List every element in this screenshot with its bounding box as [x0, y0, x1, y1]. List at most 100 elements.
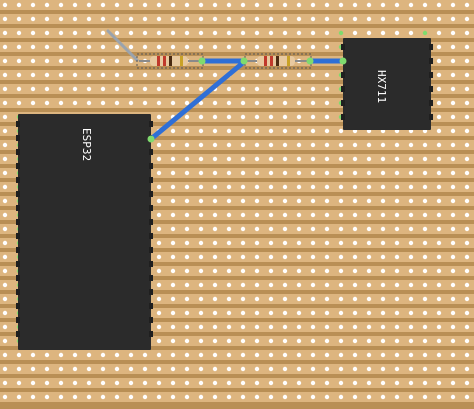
hole	[44, 30, 50, 36]
hole	[72, 30, 78, 36]
hole	[436, 2, 442, 8]
hole	[296, 30, 302, 36]
hole	[142, 366, 148, 372]
hole	[142, 380, 148, 386]
hole	[450, 366, 456, 372]
hole	[198, 142, 204, 148]
hole	[450, 324, 456, 330]
hole	[352, 184, 358, 190]
hole	[324, 240, 330, 246]
hole	[184, 380, 190, 386]
resistor-r1-band-4	[180, 56, 183, 66]
hole	[240, 394, 246, 400]
hole	[156, 324, 162, 330]
hole	[170, 366, 176, 372]
hole	[436, 142, 442, 148]
esp32-body[interactable]	[18, 114, 151, 350]
hole	[380, 226, 386, 232]
blue-wire-to-esp32[interactable]	[148, 59, 247, 142]
hole	[142, 100, 148, 106]
hole	[170, 72, 176, 78]
hole	[324, 86, 330, 92]
hole	[240, 44, 246, 50]
hole	[422, 198, 428, 204]
hole	[170, 170, 176, 176]
hole	[352, 380, 358, 386]
hole	[310, 240, 316, 246]
hole	[352, 268, 358, 274]
hole	[324, 170, 330, 176]
hole	[254, 380, 260, 386]
hole	[184, 184, 190, 190]
hole	[72, 2, 78, 8]
hole	[450, 240, 456, 246]
hole	[408, 366, 414, 372]
hole	[184, 128, 190, 134]
hole	[170, 296, 176, 302]
resistor-r1[interactable]	[136, 53, 204, 69]
hole	[184, 366, 190, 372]
hole	[2, 198, 8, 204]
hole	[184, 240, 190, 246]
hx711-body[interactable]	[343, 38, 431, 130]
module-pin	[149, 219, 153, 225]
hole	[184, 282, 190, 288]
hole	[240, 100, 246, 106]
hole	[142, 16, 148, 22]
hole	[184, 44, 190, 50]
hole	[226, 324, 232, 330]
hole	[240, 128, 246, 134]
hole	[198, 254, 204, 260]
hole	[282, 86, 288, 92]
hole	[2, 142, 8, 148]
hole	[30, 86, 36, 92]
hole	[226, 254, 232, 260]
hole	[2, 366, 8, 372]
hole	[212, 2, 218, 8]
esp32-module[interactable]: ESP32	[16, 114, 153, 350]
hole	[282, 310, 288, 316]
hole	[352, 338, 358, 344]
hole	[408, 30, 414, 36]
hole	[450, 86, 456, 92]
hole	[184, 198, 190, 204]
hole	[44, 58, 50, 64]
hole	[450, 338, 456, 344]
hole	[156, 282, 162, 288]
hx711-module[interactable]: HX711	[341, 38, 433, 130]
hole	[338, 184, 344, 190]
hole	[282, 338, 288, 344]
hole	[240, 240, 246, 246]
hole	[184, 226, 190, 232]
hole	[2, 72, 8, 78]
module-pin	[149, 275, 153, 281]
hole	[114, 394, 120, 400]
hole	[422, 142, 428, 148]
hole	[296, 100, 302, 106]
hole	[324, 72, 330, 78]
hole	[352, 240, 358, 246]
hole	[254, 240, 260, 246]
hole	[366, 310, 372, 316]
gray-wire[interactable]	[106, 29, 139, 62]
hole	[436, 44, 442, 50]
hole	[2, 156, 8, 162]
hole	[268, 268, 274, 274]
hole	[226, 212, 232, 218]
hole	[296, 16, 302, 22]
hole	[296, 240, 302, 246]
hole	[324, 114, 330, 120]
resistor-r2-band-1	[264, 56, 267, 66]
hole	[128, 380, 134, 386]
hole	[422, 240, 428, 246]
hole	[254, 100, 260, 106]
hole	[352, 352, 358, 358]
hole	[296, 338, 302, 344]
hole	[338, 16, 344, 22]
hole	[254, 366, 260, 372]
hole	[310, 16, 316, 22]
hole	[58, 44, 64, 50]
hole	[170, 86, 176, 92]
hole	[142, 394, 148, 400]
hole	[394, 268, 400, 274]
